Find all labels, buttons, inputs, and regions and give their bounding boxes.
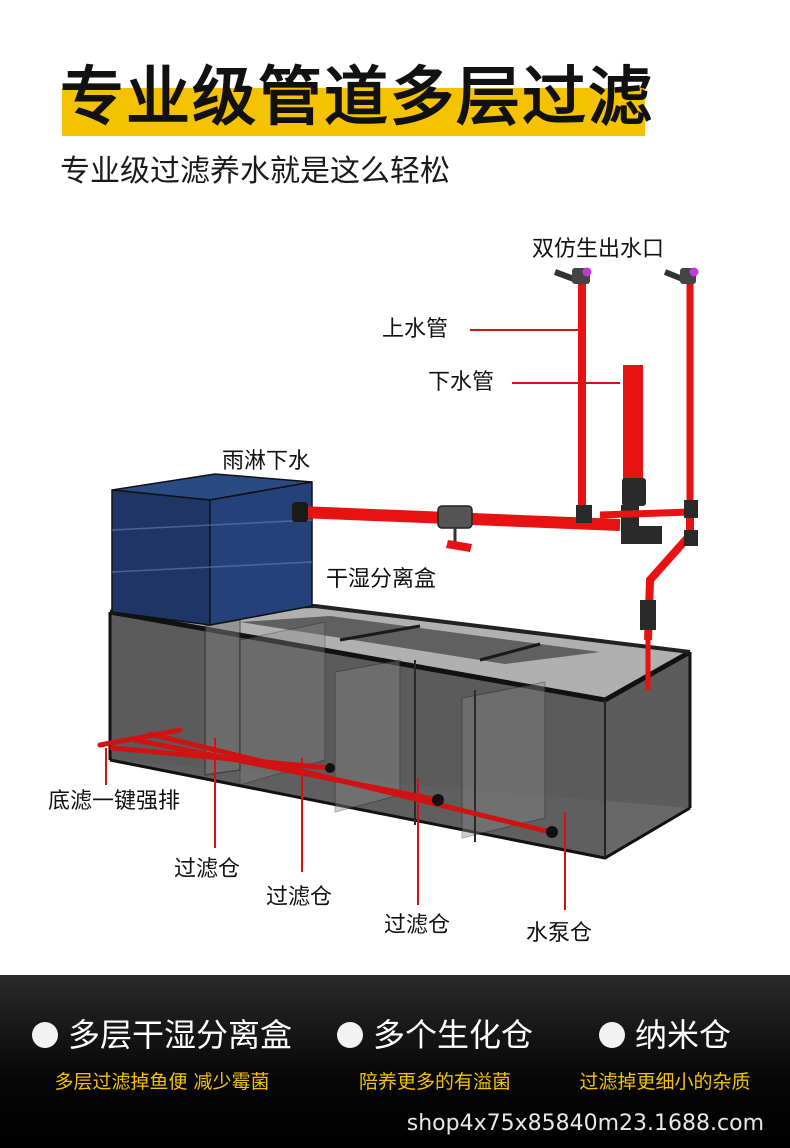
pipe-end bbox=[546, 826, 558, 838]
annotation-lines bbox=[105, 329, 620, 910]
cover-seam bbox=[479, 642, 541, 662]
title-highlight-bar bbox=[62, 88, 645, 136]
feature-title: 多层干湿分离盒 bbox=[67, 1016, 292, 1054]
feature-title: 多个生化仓 bbox=[372, 1016, 533, 1054]
valve bbox=[437, 505, 473, 552]
elbow-joint bbox=[576, 505, 592, 523]
elbow-joint bbox=[684, 500, 698, 518]
feature-footer: 多层干湿分离盒 多层过滤掉鱼便 减少霉菌 多个生化仓 陪养更多的有溢菌 纳米仓 … bbox=[0, 975, 790, 1148]
feature-item: 纳米仓 过滤掉更细小的杂质 bbox=[560, 1013, 770, 1097]
rain-box-layer bbox=[111, 519, 313, 531]
aquarium-filter-diagram bbox=[97, 267, 699, 910]
divider-panel bbox=[461, 681, 546, 839]
feature-desc: 过滤掉更细小的杂质 bbox=[579, 1071, 751, 1093]
divider-panel bbox=[239, 621, 326, 786]
rain-box-front bbox=[111, 489, 211, 626]
drain-pipe-vertical bbox=[623, 365, 643, 480]
drop-union bbox=[640, 600, 656, 630]
label-drain-pipe: 下水管 bbox=[428, 370, 495, 395]
feature-item: 多个生化仓 陪养更多的有溢菌 bbox=[320, 1013, 550, 1097]
label-wet-dry-box: 干湿分离盒 bbox=[326, 567, 437, 592]
pipe-end bbox=[325, 763, 335, 773]
bullet-icon bbox=[598, 1022, 625, 1048]
cover-seam bbox=[339, 624, 421, 642]
outlet-left bbox=[553, 267, 592, 285]
label-inlet-pipe: 上水管 bbox=[382, 317, 449, 342]
cross-pipe bbox=[599, 508, 691, 519]
bullet-icon bbox=[336, 1022, 363, 1048]
label-pump: 水泵仓 bbox=[526, 921, 593, 946]
drain-union bbox=[622, 478, 646, 506]
bullet-icon bbox=[31, 1022, 58, 1048]
outlet-right bbox=[663, 267, 699, 285]
elbow-joint bbox=[684, 530, 698, 546]
label-filter-2: 过滤仓 bbox=[266, 885, 333, 910]
feature-desc: 多层过滤掉鱼便 减少霉菌 bbox=[54, 1071, 270, 1093]
label-bottom-flush: 底滤一键强排 bbox=[48, 789, 181, 814]
label-outlet: 双仿生出水口 bbox=[532, 237, 665, 262]
page-subtitle: 专业级过滤养水就是这么轻松 bbox=[60, 154, 450, 189]
feature-title: 纳米仓 bbox=[634, 1016, 731, 1054]
page-title: 专业级管道多层过滤 bbox=[60, 61, 654, 135]
label-rain-drip: 雨淋下水 bbox=[222, 449, 311, 474]
feature-desc: 陪养更多的有溢菌 bbox=[358, 1071, 511, 1093]
bottom-flush-pipes bbox=[97, 727, 553, 835]
rain-box-side bbox=[209, 481, 313, 626]
feature-item: 多层干湿分离盒 多层过滤掉鱼便 减少霉菌 bbox=[22, 1013, 302, 1097]
pipe-cap bbox=[292, 502, 308, 522]
label-filter-1: 过滤仓 bbox=[174, 857, 241, 882]
label-filter-3: 过滤仓 bbox=[384, 913, 451, 938]
shop-url: shop4x75x85840m23.1688.com bbox=[406, 1111, 764, 1136]
rain-box-layer bbox=[111, 561, 313, 573]
pipe-end bbox=[432, 794, 444, 806]
drain-elbow bbox=[621, 505, 662, 544]
